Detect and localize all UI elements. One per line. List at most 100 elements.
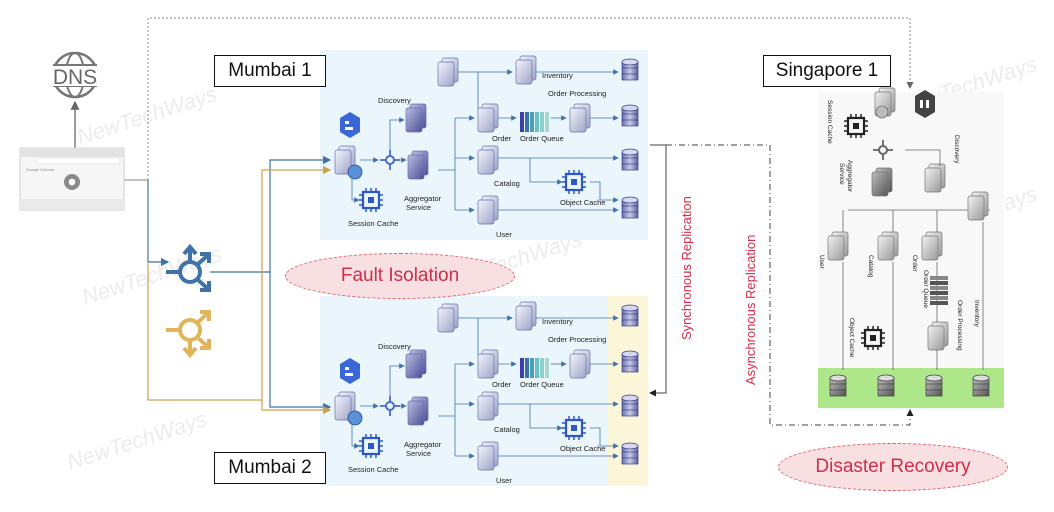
region-label-singapore1: Singapore 1 <box>763 55 891 87</box>
singapore1-services: Session CacheAggregatorServiceDiscoveryU… <box>818 87 990 397</box>
singapore1-catalog-server-icon <box>877 231 899 261</box>
mumbai2-web-to-cache <box>351 424 360 449</box>
secondary-load-balancer-icon <box>166 310 211 359</box>
sync-replication-label: Synchronous Replication <box>679 196 694 340</box>
dns-label: DNS <box>53 66 97 89</box>
lb-to-mumbai2-route-blue <box>269 272 332 412</box>
mumbai1-catalog-label: Catalog <box>494 179 520 188</box>
singapore1-db-2-database-icon <box>877 374 895 397</box>
mumbai2-catalog-database-icon <box>621 394 639 417</box>
disaster-recovery-label: Disaster Recovery <box>778 443 1008 491</box>
watermark-text: NewTechWays <box>74 81 220 150</box>
mumbai2-top-server-icon <box>437 303 459 333</box>
mumbai2-object-cache-to-db <box>590 427 619 449</box>
mumbai1-inventory-server-icon <box>515 55 537 85</box>
mumbai2-aggregator-label-2: Service <box>406 449 431 458</box>
singapore1-gateway-icon <box>915 90 935 118</box>
mumbai1-inventory-database-icon <box>621 58 639 81</box>
mumbai1-object-cache-label: Object Cache <box>560 198 605 207</box>
singapore1-db-4-database-icon <box>972 374 990 397</box>
mumbai2-order-queue-label: Order Queue <box>520 380 564 389</box>
global-route-line <box>147 17 914 180</box>
lb-to-mumbai2-route-yellow <box>261 400 332 415</box>
mumbai1-services: Session CacheDiscoveryAggregatorServiceI… <box>334 55 639 239</box>
singapore1-db-1-database-icon <box>829 374 847 397</box>
mumbai2-aggregator-hub-icon <box>380 396 400 416</box>
mumbai1-order-label: Order <box>492 134 512 143</box>
mumbai1-hub-to-discovery <box>389 117 405 150</box>
singapore1-order-processing-server-icon <box>927 321 949 351</box>
mumbai1-order-queue-label: Order Queue <box>520 134 564 143</box>
mumbai2-object-cache-chip-icon <box>562 416 586 440</box>
mumbai2-web-server-icon <box>334 391 356 421</box>
singapore1-session-cache-label: Session Cache <box>826 100 833 144</box>
mumbai1-object-cache-to-db <box>590 181 619 203</box>
fault-isolation-label: Fault Isolation <box>285 253 515 299</box>
mumbai2-inventory-server-icon <box>515 301 537 331</box>
mumbai2-discovery-label: Discovery <box>378 342 411 351</box>
mumbai1-user-server-icon <box>477 195 499 225</box>
mumbai1-session-cache-chip-icon <box>359 188 383 212</box>
watermark-text: NewTechWays <box>64 406 210 475</box>
singapore1-object-cache-label: Object Cache <box>848 318 855 358</box>
mumbai1-user-database-icon <box>621 196 639 219</box>
mumbai2-services: Session CacheDiscoveryAggregatorServiceI… <box>334 301 639 485</box>
mumbai1-aggregator-service-server-icon <box>407 150 429 180</box>
mumbai2-session-cache-label: Session Cache <box>348 465 398 474</box>
singapore1-hub-to-discovery <box>905 149 941 166</box>
singapore1-order-queue-label: Order Queue <box>922 270 929 308</box>
mumbai2-user-database-icon <box>621 442 639 465</box>
mumbai1-discovery-server-icon <box>405 103 427 133</box>
singapore1-order-label: Order <box>911 255 918 272</box>
mumbai2-object-cache-label: Object Cache <box>560 444 605 453</box>
mumbai1-user-label: User <box>496 230 512 239</box>
region-label-mumbai2: Mumbai 2 <box>214 452 326 484</box>
singapore1-inventory-label: Inventory <box>973 300 980 327</box>
singapore1-aggregator-hub-icon <box>873 140 893 160</box>
mumbai2-order-database-icon <box>621 350 639 373</box>
singapore1-region <box>818 92 1004 410</box>
sync-replication-line <box>649 144 667 397</box>
singapore1-aggregator-service-server-icon <box>871 167 893 197</box>
singapore1-order-server-icon <box>921 231 943 261</box>
browser-caption: Google Chrome <box>26 167 55 172</box>
mumbai2-hub-to-discovery <box>389 363 405 396</box>
singapore1-discovery-server-icon <box>924 163 946 193</box>
singapore1-order-queue-icon <box>930 276 948 305</box>
mumbai1-order-database-icon <box>621 104 639 127</box>
singapore1-catalog-label: Catalog <box>867 255 874 278</box>
mumbai2-catalog-to-object-cache <box>529 404 563 431</box>
mumbai1-web-server-icon <box>334 145 356 175</box>
mumbai2-discovery-server-icon <box>405 349 427 379</box>
mumbai1-catalog-to-object-cache <box>529 158 563 185</box>
mumbai1-discovery-label: Discovery <box>378 96 411 105</box>
mumbai1-catalog-server-icon <box>477 145 499 175</box>
mumbai2-user-label: User <box>496 476 512 485</box>
mumbai1-order-server-icon <box>477 103 499 133</box>
mumbai2-aggregator-label-1: Aggregator <box>404 440 442 449</box>
singapore1-db-3-database-icon <box>925 374 943 397</box>
mumbai2-order-queue-icon <box>520 358 549 378</box>
mumbai1-inventory-label: Inventory <box>542 71 573 80</box>
mumbai1-aggregator-label-1: Aggregator <box>404 194 442 203</box>
singapore1-aggregator-label-2: Service <box>838 163 845 185</box>
singapore1-inventory-server-icon <box>967 191 989 221</box>
mumbai2-order-processing-label: Order Processing <box>548 335 606 344</box>
mumbai2-user-server-icon <box>477 441 499 471</box>
mumbai1-aggregator-label-2: Service <box>406 203 431 212</box>
dns-globe-icon: DNS <box>44 51 106 99</box>
async-replication-label: Asynchronous Replication <box>743 235 758 385</box>
singapore1-globe-icon <box>875 105 889 119</box>
mumbai1-order-processing-label: Order Processing <box>548 89 606 98</box>
mumbai2-order-processing-server-icon <box>569 349 591 379</box>
mumbai1-catalog-database-icon <box>621 148 639 171</box>
browser-window: Google Chrome <box>19 147 125 211</box>
singapore1-order-processing-label: Order Processing <box>956 300 963 351</box>
mumbai2-catalog-label: Catalog <box>494 425 520 434</box>
mumbai1-aggregator-hub-icon <box>380 150 400 170</box>
mumbai2-session-cache-chip-icon <box>359 434 383 458</box>
mumbai1-gateway-icon <box>340 112 360 138</box>
mumbai2-catalog-server-icon <box>477 391 499 421</box>
